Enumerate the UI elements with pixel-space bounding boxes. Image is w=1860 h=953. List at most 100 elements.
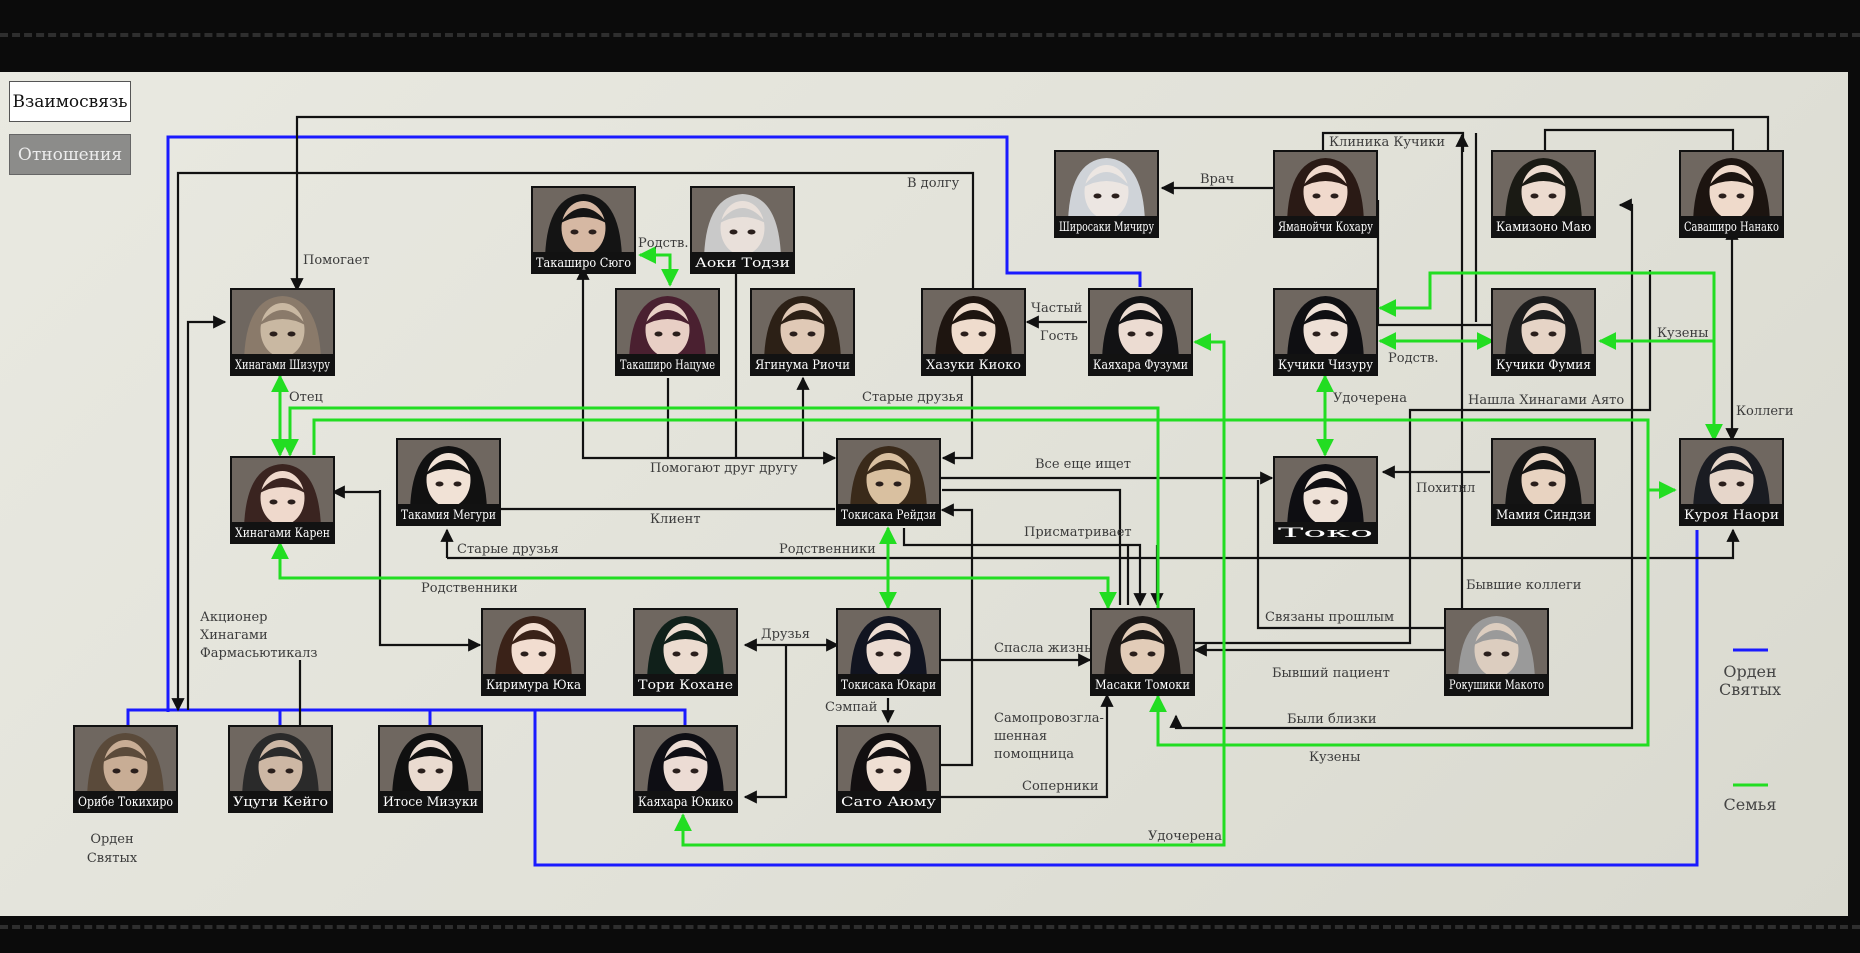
label-druzya: Друзья <box>761 627 810 642</box>
order-line-bottom <box>126 708 687 726</box>
character-name: Куроя Наори <box>1684 508 1779 523</box>
character-card-yuka[interactable]: Киримура Юка <box>481 608 586 696</box>
label-udocherena-2: Удочерена <box>1148 829 1222 844</box>
family-kuzeny-tomoki <box>1149 490 1650 747</box>
character-card-naori[interactable]: Куроя Наори <box>1679 438 1784 526</box>
line-vdolgu <box>171 171 975 712</box>
character-card-mizuki[interactable]: Итосе Мизуки <box>378 725 483 813</box>
portrait-bangs <box>1707 172 1756 188</box>
line-staryedruzya-top <box>941 365 974 465</box>
portrait-name-strip <box>1493 354 1594 374</box>
character-card-tokihiro[interactable]: Орибе Токихиро <box>73 725 178 813</box>
character-card-natsume[interactable]: Такаширо Нацуме <box>615 288 720 376</box>
character-card-yukari[interactable]: Токисака Юкари <box>836 608 941 696</box>
character-card-kioko[interactable]: Хазуки Киоко <box>921 288 1026 376</box>
label-soperniki: Соперники <box>1022 779 1099 794</box>
portrait-eye <box>1093 193 1102 199</box>
character-name: Ягинума Риочи <box>755 358 850 373</box>
portrait-bangs <box>864 460 913 476</box>
portrait-eye <box>285 768 294 774</box>
character-card-shugo[interactable]: Такаширо Сюго <box>531 186 636 274</box>
label-vdolgu: В долгу <box>907 176 960 191</box>
label-akcioner-3: Фармасьютикалз <box>200 646 317 661</box>
character-card-ayumu[interactable]: Сато Аюму <box>836 725 941 813</box>
character-card-fumiya[interactable]: Кучики Фумия <box>1491 288 1596 376</box>
label-rodstvenniki-1: Родственники <box>779 542 876 557</box>
character-card-makoto[interactable]: Рокушики Макото <box>1444 608 1549 696</box>
label-kuzeny-1: Кузены <box>1657 326 1709 341</box>
character-name: Рокушики Макото <box>1449 678 1544 693</box>
bottom-bar <box>0 916 1860 953</box>
portrait-bangs <box>949 310 998 326</box>
label-staryedruzya-2: Старые друзья <box>457 542 559 557</box>
portrait-name-strip <box>617 354 718 374</box>
portrait-name-strip <box>533 252 634 272</box>
character-card-toko[interactable]: Токо <box>1273 456 1378 544</box>
character-card-kohane[interactable]: Тори Кохане <box>633 608 738 696</box>
portrait-eye <box>1111 193 1120 199</box>
character-card-nanako[interactable]: Саваширо Нанако <box>1679 150 1784 238</box>
portrait-eye <box>287 499 296 505</box>
portrait-eye <box>747 229 756 235</box>
character-name: Такамия Мегури <box>401 508 496 523</box>
portrait-bangs <box>256 747 305 763</box>
portrait-bangs <box>1301 478 1350 494</box>
label-orden-2: Святых <box>87 851 138 866</box>
character-name: Масаки Томоки <box>1095 678 1190 693</box>
character-name: Хинагами Шизуру <box>235 358 330 373</box>
character-name: Такаширо Нацуме <box>620 358 715 373</box>
character-card-michiru[interactable]: Широсаки Мичиру <box>1054 150 1159 238</box>
character-card-tomoki[interactable]: Масаки Томоки <box>1090 608 1195 696</box>
portrait-name-strip <box>232 354 333 374</box>
portrait-name-strip <box>838 674 939 694</box>
portrait-eye <box>435 481 444 487</box>
label-vrach: Врач <box>1200 172 1234 187</box>
label-kuzeny-2: Кузены <box>1309 750 1361 765</box>
portrait-name-strip <box>230 791 331 811</box>
tab-attitudes[interactable]: Отношения <box>9 134 131 175</box>
legend-order-line1: Орден <box>1723 662 1776 681</box>
character-card-karen[interactable]: Хинагами Карен <box>230 456 335 544</box>
character-card-koharu[interactable]: Яманойчи Кохару <box>1273 150 1378 238</box>
portrait-eye <box>672 651 681 657</box>
character-name: Токо <box>1278 526 1373 541</box>
character-name: Хазуки Киоко <box>926 358 1021 373</box>
character-card-shizuru[interactable]: Хинагами Шизуру <box>230 288 335 376</box>
tab-relations[interactable]: Взаимосвязь <box>9 81 131 122</box>
character-card-toji[interactable]: Аоки Тодзи <box>690 186 795 274</box>
portrait-eye <box>267 768 276 774</box>
label-byvshiipacient: Бывший пациент <box>1272 666 1390 681</box>
label-spasla: Спасла жизнь <box>994 641 1091 656</box>
character-card-shinji[interactable]: Мамия Синдзи <box>1491 438 1596 526</box>
label-pohitil: Похитил <box>1416 481 1475 496</box>
portrait-name-strip <box>1275 522 1376 542</box>
character-name: Хинагами Карен <box>235 526 330 541</box>
character-card-chizuru[interactable]: Кучики Чизуру <box>1273 288 1378 376</box>
character-card-keigo[interactable]: Уцуги Кейго <box>228 725 333 813</box>
portrait-name-strip <box>752 354 853 374</box>
portrait-bangs <box>1301 172 1350 188</box>
order-line-drops <box>278 710 432 726</box>
relation-labels: Помогает Отец Родств. В долгу Врач Клини… <box>87 135 1794 866</box>
character-card-reiji[interactable]: Токисака Рейдзи <box>836 438 941 526</box>
portrait-eye <box>672 768 681 774</box>
portrait-eye <box>893 481 902 487</box>
portrait-bangs <box>661 747 710 763</box>
portrait-name-strip <box>1493 504 1594 524</box>
label-udocherena-1: Удочерена <box>1333 391 1407 406</box>
character-name: Уцуги Кейго <box>233 795 328 810</box>
character-card-yukiko[interactable]: Каяхара Юкико <box>633 725 738 813</box>
label-rodstv-1: Родств. <box>638 236 689 251</box>
portrait-eye <box>1548 481 1557 487</box>
label-sempai: Сэмпай <box>825 700 877 715</box>
family-kuzeny-nanako <box>1378 271 1723 442</box>
portrait-bangs <box>1082 172 1131 188</box>
portrait-eye <box>1145 331 1154 337</box>
portrait-eye <box>1330 499 1339 505</box>
character-card-mayu[interactable]: Камизоно Маю <box>1491 150 1596 238</box>
character-card-riochi[interactable]: Ягинума Риочи <box>750 288 855 376</box>
character-card-meguri[interactable]: Такамия Мегури <box>396 438 501 526</box>
character-card-fuzumi[interactable]: Каяхара Фузуми <box>1088 288 1193 376</box>
label-orden-1: Орден <box>90 832 133 847</box>
